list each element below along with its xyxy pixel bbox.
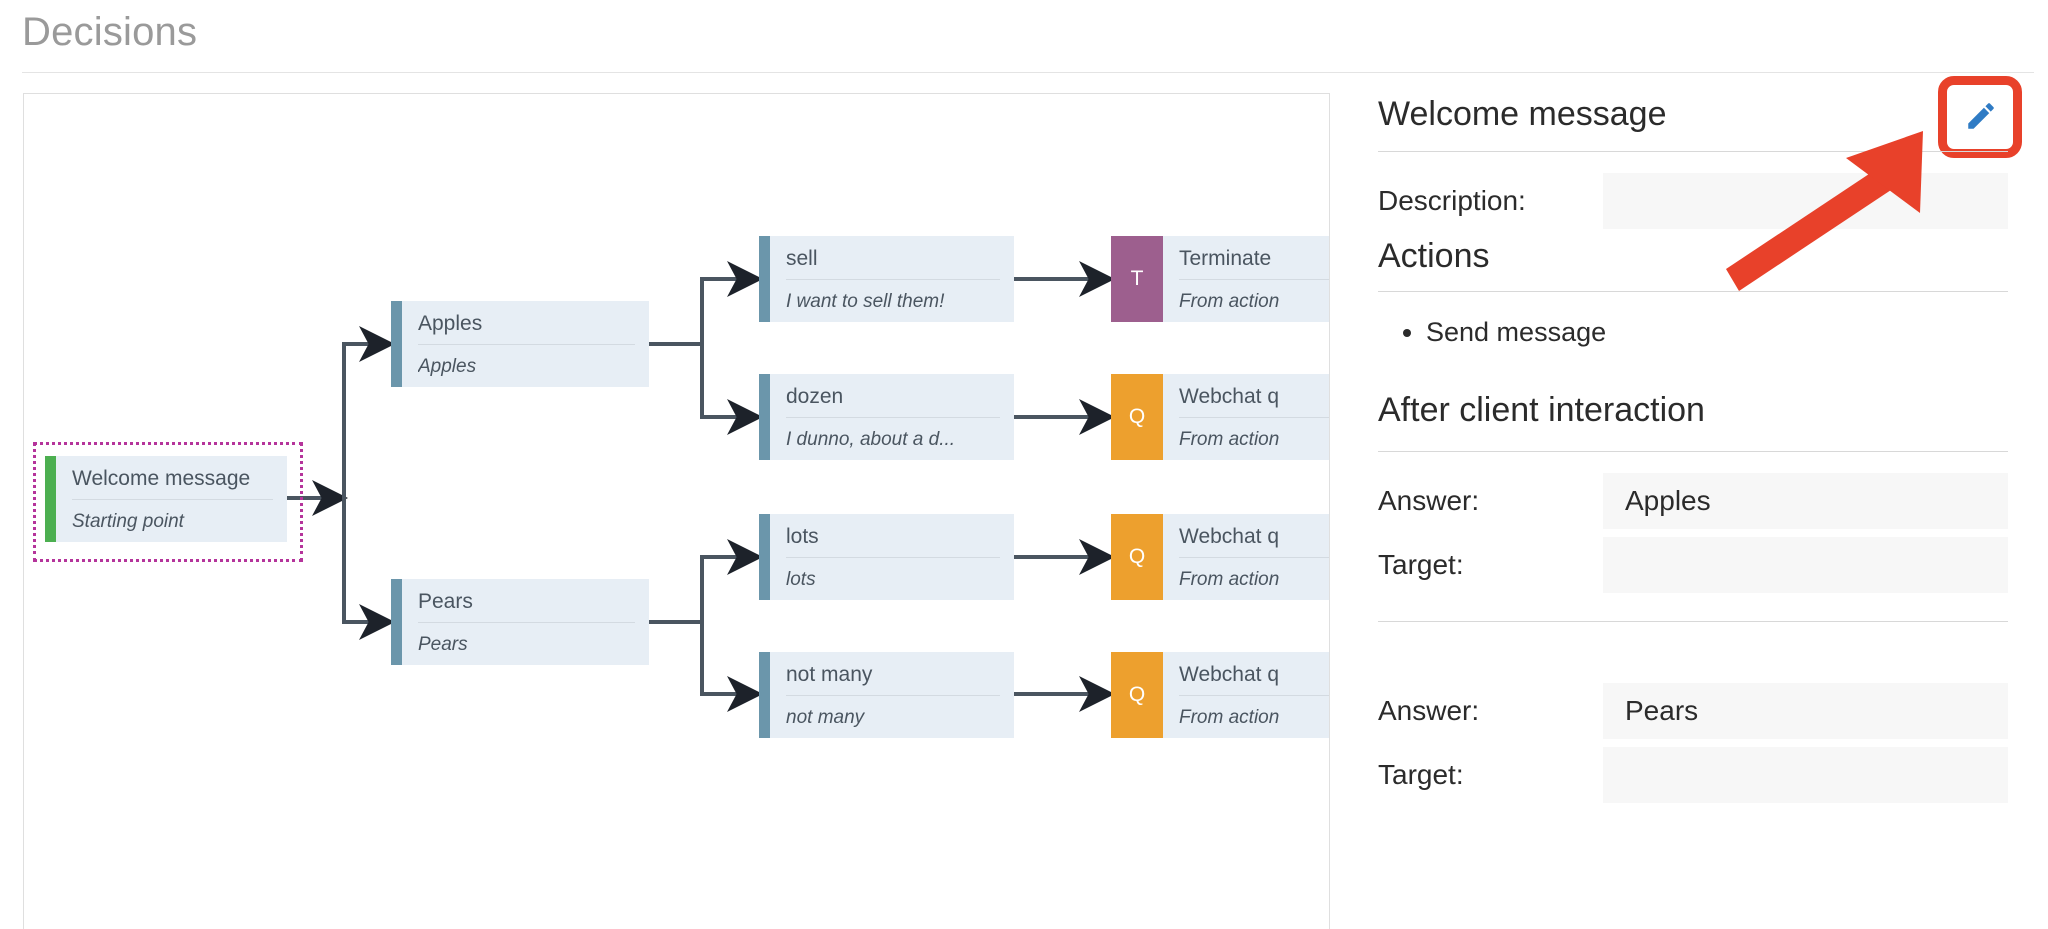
node-title: Webchat q (1179, 514, 1329, 559)
node-subtitle: Starting point (72, 511, 184, 533)
node-title: Webchat q (1179, 652, 1329, 697)
node-accent-bar (45, 456, 56, 542)
node-subtitle: lots (786, 569, 816, 591)
node-accent-bar (759, 514, 770, 600)
node-subtitle: From action (1179, 569, 1280, 591)
flow-node-apples[interactable]: Apples Apples (391, 301, 649, 387)
node-title: sell (786, 236, 1000, 281)
description-label: Description: (1378, 185, 1526, 216)
after-client-interaction-heading: After client interaction (1378, 391, 1705, 429)
node-title: dozen (786, 374, 1000, 419)
panel-title: Welcome message (1378, 95, 1667, 133)
node-accent-bar (391, 579, 402, 665)
node-subtitle: From action (1179, 707, 1280, 729)
list-item[interactable]: Send message (1426, 313, 1606, 351)
node-accent-bar (759, 236, 770, 322)
webchat-badge-icon: Q (1111, 374, 1163, 460)
node-subtitle: not many (786, 707, 865, 729)
answer-label: Answer: (1378, 695, 1480, 726)
flow-node-dozen[interactable]: dozen I dunno, about a d... (759, 374, 1014, 460)
node-subtitle: Apples (418, 356, 477, 378)
target-value[interactable] (1603, 537, 2008, 593)
webchat-badge-icon: Q (1111, 652, 1163, 738)
branch-answer-row: Answer: Apples (1378, 473, 2008, 529)
description-value[interactable] (1603, 173, 2008, 229)
flow-canvas[interactable]: Welcome message Starting point Apples Ap… (23, 93, 1330, 929)
node-title: Webchat q (1179, 374, 1329, 419)
terminate-badge-icon: T (1111, 236, 1163, 322)
node-accent-bar (759, 374, 770, 460)
target-label: Target: (1378, 549, 1464, 580)
branch-divider (1378, 621, 2008, 622)
flow-node-terminate[interactable]: T Terminate From action (1111, 236, 1329, 322)
title-divider (22, 72, 2034, 73)
answer-label: Answer: (1378, 485, 1480, 516)
actions-heading: Actions (1378, 237, 1490, 275)
after-client-divider (1378, 451, 2008, 452)
description-row: Description: (1378, 173, 2008, 229)
flow-node-sell[interactable]: sell I want to sell them! (759, 236, 1014, 322)
node-title: Apples (418, 301, 635, 346)
node-subtitle: I dunno, about a d... (786, 429, 956, 451)
actions-list: Send message (1400, 313, 1606, 351)
node-subtitle: From action (1179, 291, 1280, 313)
flow-node-lots[interactable]: lots lots (759, 514, 1014, 600)
target-value[interactable] (1603, 747, 2008, 803)
branch-target-row: Target: (1378, 537, 2008, 593)
target-label: Target: (1378, 759, 1464, 790)
answer-value[interactable]: Apples (1603, 473, 2008, 529)
details-panel: Welcome message Description: Actions Sen… (1378, 73, 2028, 928)
panel-title-divider (1378, 151, 2008, 152)
flow-edges (281, 261, 1115, 712)
node-title: Pears (418, 579, 635, 624)
flow-node-welcome[interactable]: Welcome message Starting point (45, 456, 287, 542)
flow-node-pears[interactable]: Pears Pears (391, 579, 649, 665)
node-title: Welcome message (72, 456, 273, 501)
node-accent-bar (759, 652, 770, 738)
edit-button[interactable] (1950, 85, 2012, 147)
flow-node-not-many[interactable]: not many not many (759, 652, 1014, 738)
node-subtitle: Pears (418, 634, 468, 656)
answer-value[interactable]: Pears (1603, 683, 2008, 739)
node-title: not many (786, 652, 1000, 697)
node-title: Terminate (1179, 236, 1329, 281)
page-title: Decisions (22, 10, 198, 54)
webchat-badge-icon: Q (1111, 514, 1163, 600)
flow-node-webchat-1[interactable]: Q Webchat q From action (1111, 374, 1329, 460)
node-title: lots (786, 514, 1000, 559)
pencil-icon (1968, 103, 1994, 129)
flow-node-webchat-2[interactable]: Q Webchat q From action (1111, 514, 1329, 600)
node-accent-bar (391, 301, 402, 387)
node-subtitle: From action (1179, 429, 1280, 451)
node-subtitle: I want to sell them! (786, 291, 945, 313)
branch-target-row: Target: (1378, 747, 2008, 803)
flow-node-webchat-3[interactable]: Q Webchat q From action (1111, 652, 1329, 738)
actions-divider (1378, 291, 2008, 292)
branch-answer-row: Answer: Pears (1378, 683, 2008, 739)
